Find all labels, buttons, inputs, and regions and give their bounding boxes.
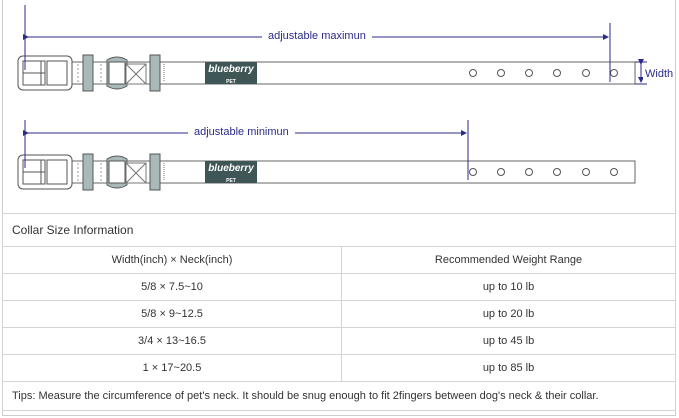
weight-cell: up to 45 lb (341, 327, 676, 355)
adjustable-maximum-label: adjustable maximun (262, 30, 372, 42)
logo-text: blueberry (208, 163, 254, 174)
weight-cell: up to 10 lb (341, 273, 676, 301)
table-header: Width(inch) × Neck(inch) Recommended Wei… (2, 246, 676, 274)
size-table: Collar Size Information Width(inch) × Ne… (2, 213, 676, 411)
adjustable-minimum-label: adjustable minimun (188, 126, 295, 138)
tips-text: Tips: Measure the circumference of pet's… (2, 381, 676, 411)
size-cell: 5/8 × 9~12.5 (2, 300, 342, 328)
weight-cell: up to 20 lb (341, 300, 676, 328)
collar-min (17, 120, 636, 191)
width-label: Width (643, 68, 676, 80)
size-cell: 1 × 17~20.5 (2, 354, 342, 382)
logo-text: blueberry (208, 64, 254, 75)
size-cell: 5/8 × 7.5~10 (2, 273, 342, 301)
header-width-neck: Width(inch) × Neck(inch) (2, 246, 342, 274)
logo-sub: PET (226, 79, 236, 85)
collar-max (17, 5, 647, 92)
weight-cell: up to 85 lb (341, 354, 676, 382)
table-title: Collar Size Information (2, 213, 676, 247)
size-cell: 3/4 × 13~16.5 (2, 327, 342, 355)
logo-sub: PET (226, 178, 236, 184)
header-weight: Recommended Weight Range (341, 246, 676, 274)
